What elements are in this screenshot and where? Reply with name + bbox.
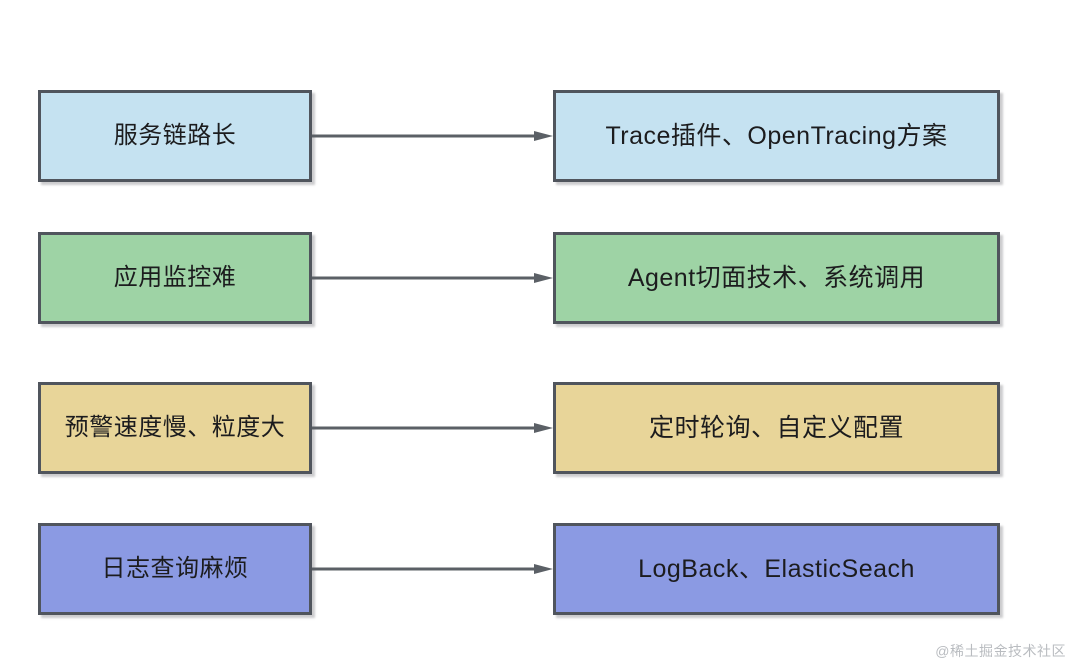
problem-label: 预警速度慢、粒度大 [64, 414, 286, 441]
arrow-icon [312, 423, 553, 433]
diagram-row: 应用监控难 Agent切面技术、系统调用 [0, 232, 1080, 324]
arrow-connector [312, 273, 553, 283]
solution-box[interactable]: Agent切面技术、系统调用 [553, 232, 1000, 324]
arrow-connector [312, 423, 553, 433]
watermark: @稀土掘金技术社区 [935, 643, 1066, 659]
arrow-connector [312, 564, 553, 574]
arrow-connector [312, 131, 553, 141]
solution-box[interactable]: LogBack、ElasticSeach [553, 523, 1000, 615]
problem-box[interactable]: 应用监控难 [38, 232, 312, 324]
arrow-icon [312, 131, 553, 141]
problem-label: 日志查询麻烦 [101, 555, 249, 582]
problem-box[interactable]: 服务链路长 [38, 90, 312, 182]
solution-box[interactable]: 定时轮询、自定义配置 [553, 382, 1000, 474]
problem-label: 应用监控难 [113, 264, 237, 291]
solution-label: 定时轮询、自定义配置 [648, 413, 904, 442]
arrow-icon [312, 273, 553, 283]
problem-label: 服务链路长 [113, 122, 237, 149]
problem-box[interactable]: 日志查询麻烦 [38, 523, 312, 615]
solution-label: Trace插件、OpenTracing方案 [605, 121, 948, 150]
problem-box[interactable]: 预警速度慢、粒度大 [38, 382, 312, 474]
solution-label: Agent切面技术、系统调用 [627, 263, 926, 292]
diagram-row: 日志查询麻烦 LogBack、ElasticSeach [0, 523, 1080, 615]
diagram-row: 预警速度慢、粒度大 定时轮询、自定义配置 [0, 382, 1080, 474]
solution-box[interactable]: Trace插件、OpenTracing方案 [553, 90, 1000, 182]
solution-label: LogBack、ElasticSeach [638, 554, 915, 583]
arrow-icon [312, 564, 553, 574]
diagram-row: 服务链路长 Trace插件、OpenTracing方案 [0, 90, 1080, 182]
